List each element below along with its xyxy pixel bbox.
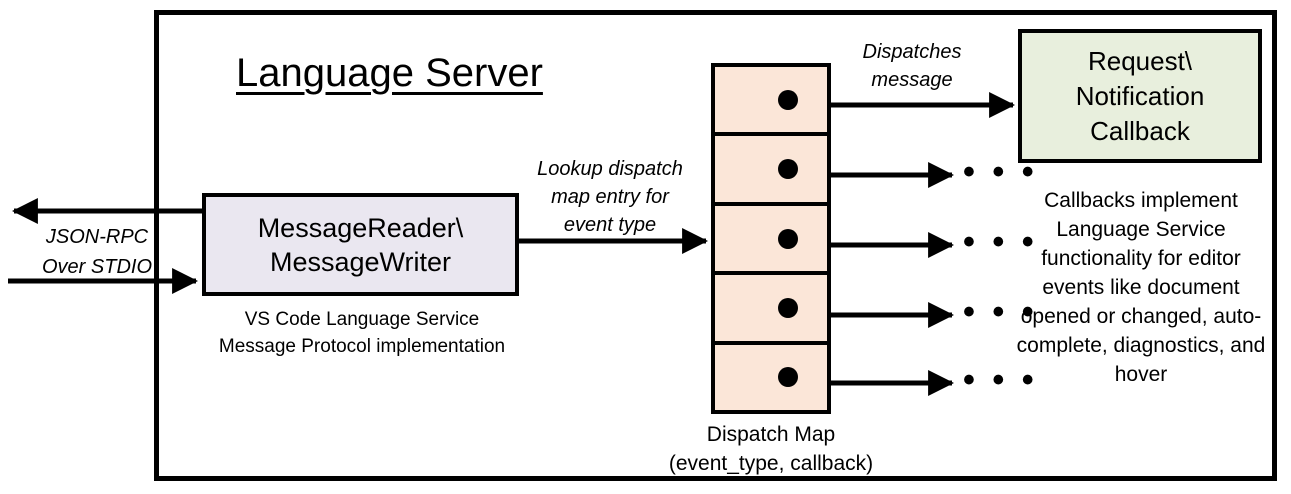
dispatch-entry-dot-icon bbox=[778, 297, 798, 318]
dispatch-map-table[interactable] bbox=[711, 63, 831, 414]
language-server-boundary bbox=[154, 10, 1277, 481]
label-dispatches-line2: message bbox=[871, 69, 953, 91]
callback-line1: Request\ bbox=[1087, 45, 1193, 76]
message-rw-caption-line1: VS Code Language Service bbox=[244, 309, 480, 330]
label-lookup-line2: map entry for bbox=[551, 186, 669, 208]
dispatch-map-cell-5[interactable] bbox=[715, 345, 827, 410]
label-lookup-line1: Lookup dispatch bbox=[537, 158, 683, 180]
label-json-rpc-line1: JSON-RPC bbox=[45, 226, 149, 248]
callback-line3: Callback bbox=[1090, 115, 1190, 146]
label-dispatches-message: Dispatches message bbox=[832, 38, 992, 94]
page-title: Language Server bbox=[236, 51, 543, 95]
dispatch-map-cell-2[interactable] bbox=[715, 136, 827, 206]
dispatch-entry-dot-icon bbox=[778, 159, 798, 180]
message-reader-writer-box[interactable]: MessageReader\ MessageWriter bbox=[202, 193, 519, 296]
dispatch-map-cell-1[interactable] bbox=[715, 67, 827, 137]
dispatch-map-cell-4[interactable] bbox=[715, 275, 827, 345]
label-lookup-dispatch: Lookup dispatch map entry for event type bbox=[518, 155, 702, 239]
dispatch-map-caption-line2: (event_type, callback) bbox=[668, 452, 874, 475]
dispatch-entry-dot-icon bbox=[778, 228, 798, 249]
label-json-rpc-over-stdio: JSON-RPC Over STDIO bbox=[22, 222, 172, 282]
dispatch-map-cell-3[interactable] bbox=[715, 206, 827, 276]
dispatch-map-caption-line1: Dispatch Map bbox=[706, 423, 836, 446]
callback-line2: Notification bbox=[1075, 80, 1205, 111]
message-rw-caption-line2: Message Protocol implementation bbox=[218, 336, 506, 357]
label-lookup-line3: event type bbox=[563, 214, 657, 236]
message-rw-line2: MessageWriter bbox=[269, 246, 452, 277]
label-dispatches-line1: Dispatches bbox=[862, 41, 962, 63]
message-rw-caption: VS Code Language Service Message Protoco… bbox=[192, 306, 532, 360]
label-json-rpc-line2: Over STDIO bbox=[41, 256, 152, 278]
dispatch-entry-dot-icon bbox=[778, 89, 798, 110]
dispatch-entry-dot-icon bbox=[778, 367, 798, 388]
message-rw-line1: MessageReader\ bbox=[257, 212, 464, 243]
dispatch-map-caption: Dispatch Map (event_type, callback) bbox=[650, 420, 892, 478]
callback-caption: Callbacks implement Language Service fun… bbox=[1016, 189, 1266, 386]
request-notification-callback-box[interactable]: Request\ Notification Callback bbox=[1018, 29, 1262, 163]
ellipsis-row-2: • • • bbox=[963, 153, 1038, 191]
